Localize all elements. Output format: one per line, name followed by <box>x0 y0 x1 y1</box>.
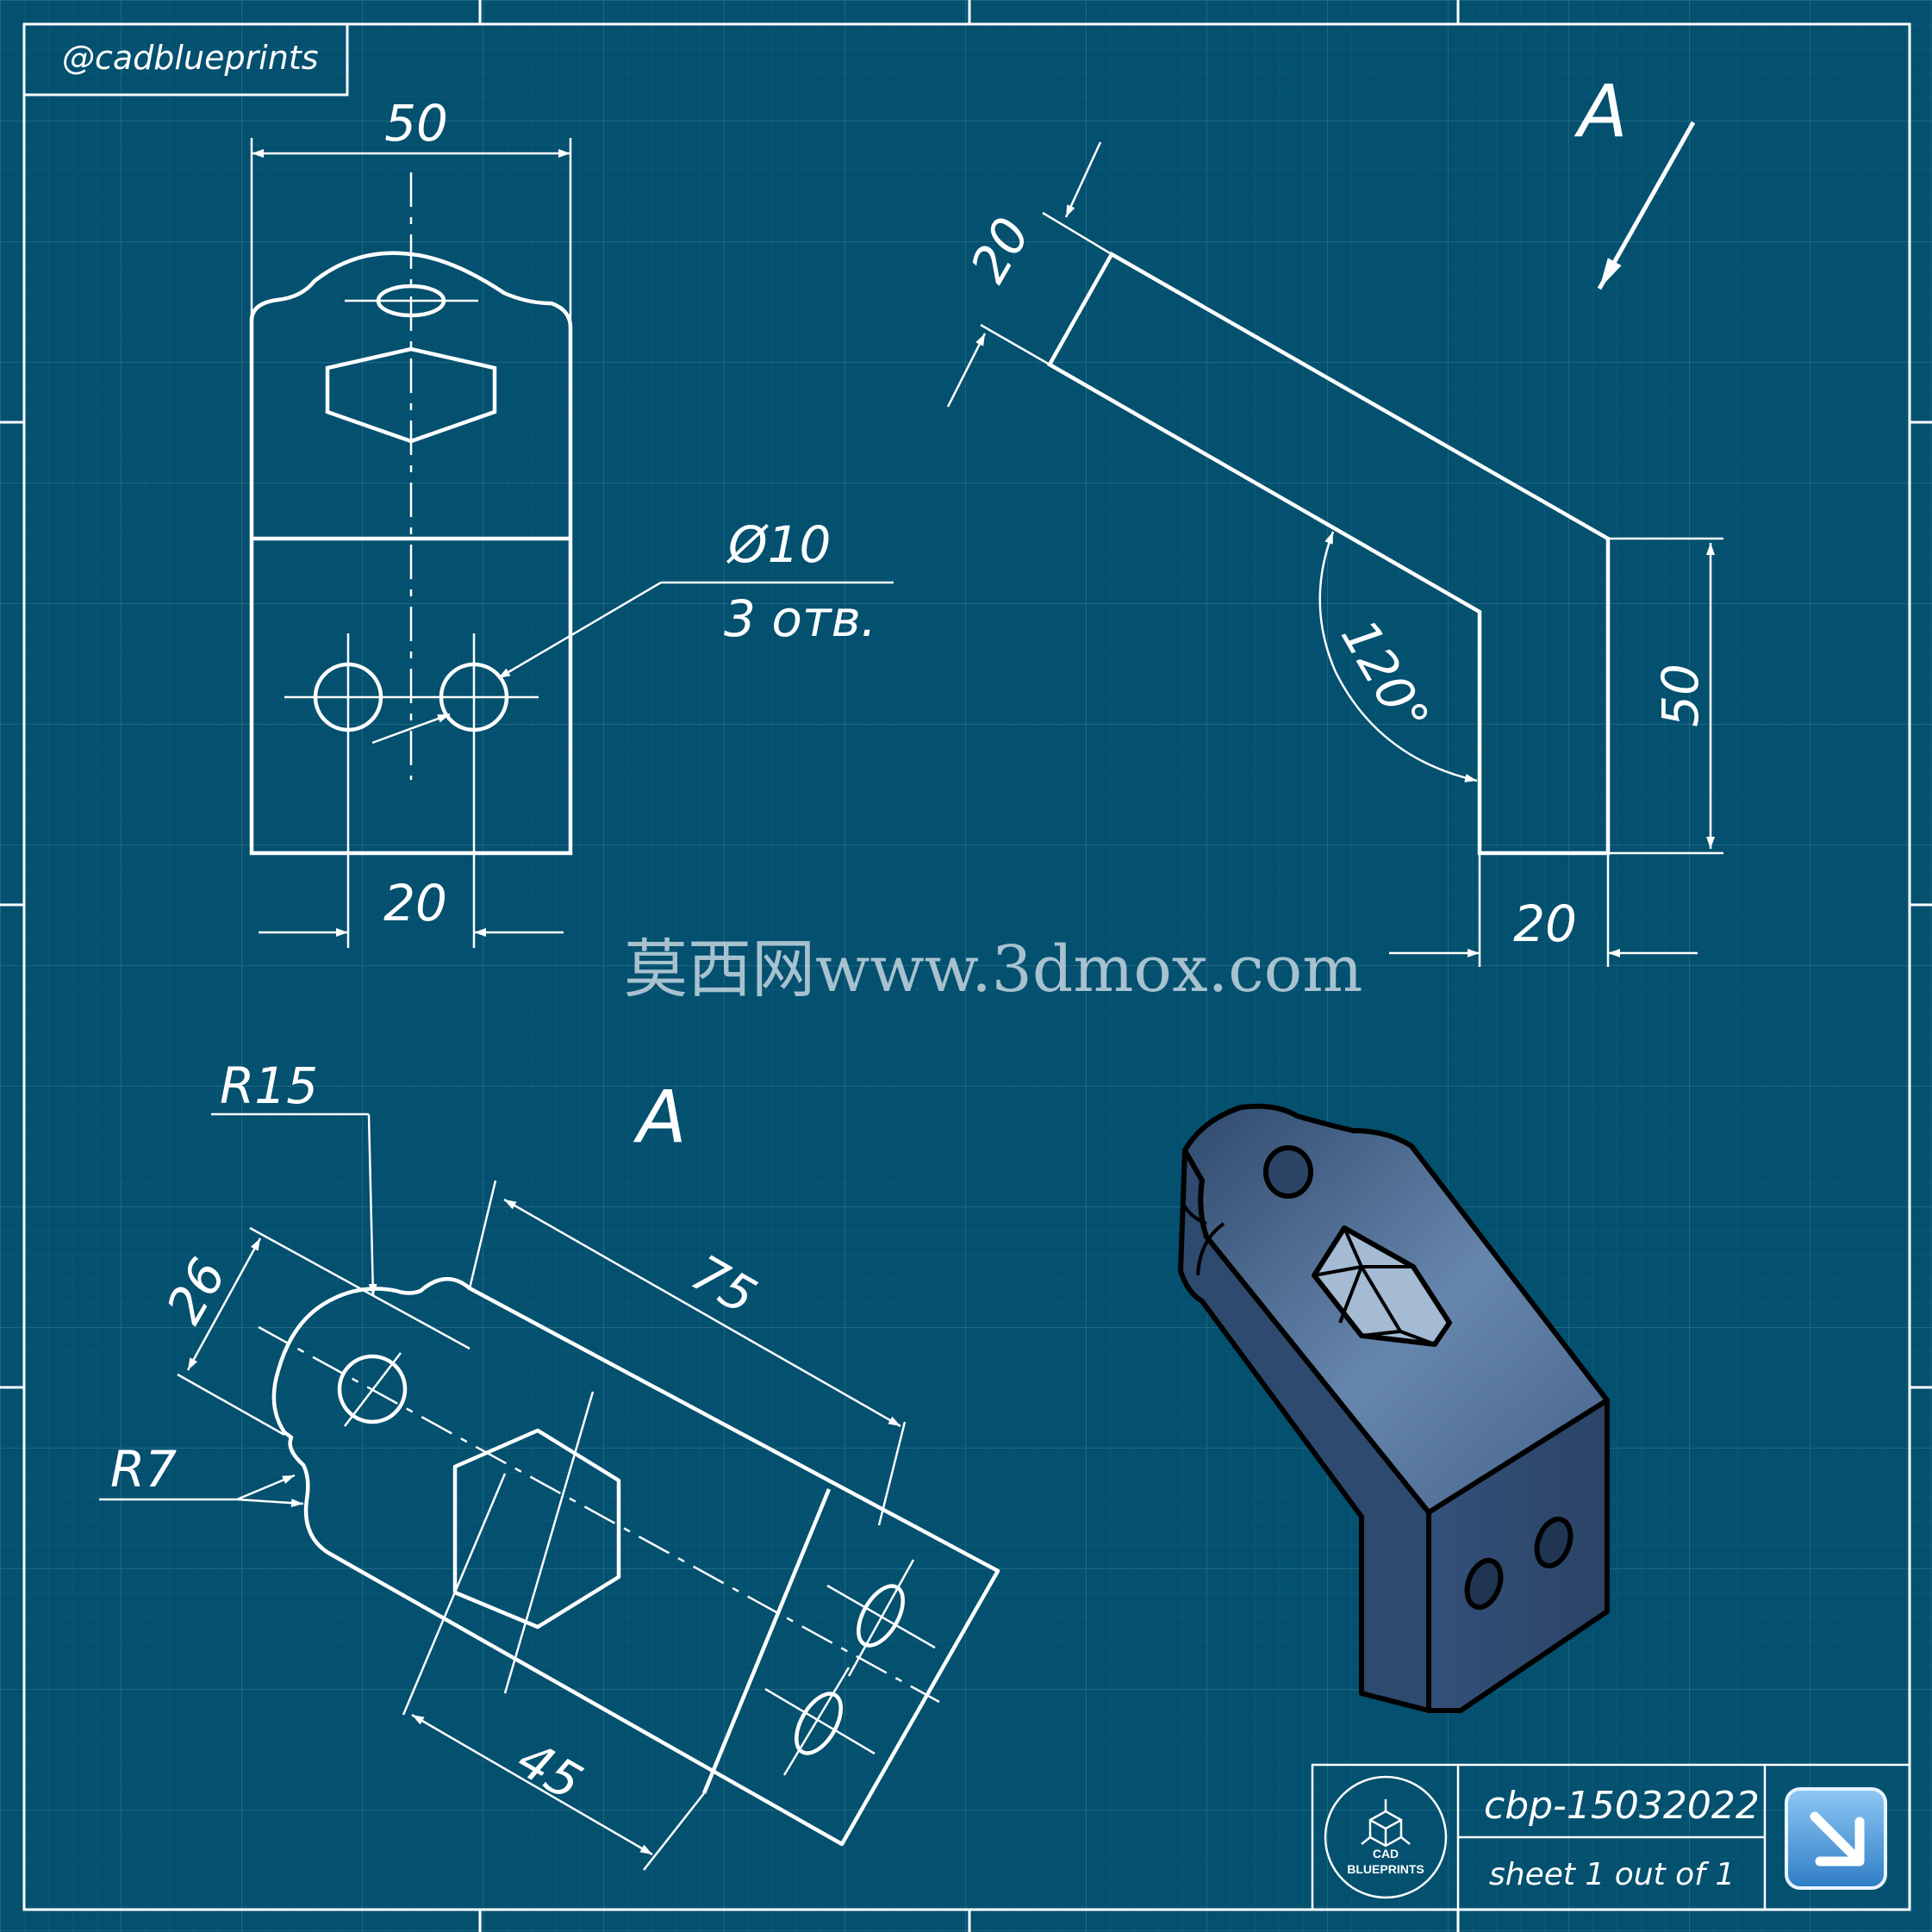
drawing-code: cbp-15032022 <box>1484 1784 1760 1828</box>
dim-side-bottom-width: 20 <box>1513 894 1577 953</box>
aux-hole-top <box>337 1354 408 1424</box>
model-front-face <box>1426 1398 1610 1713</box>
sheet-info: sheet 1 out of 1 <box>1489 1857 1735 1892</box>
dim-side-height: 50 <box>1651 664 1710 727</box>
dim-hole-diameter: Ø10 <box>726 515 831 574</box>
title-block <box>1311 1763 1911 1911</box>
dim-aux-radius-large: R15 <box>220 1056 318 1115</box>
isometric-model <box>1178 1103 1610 1713</box>
logo-text-line1: CAD <box>1373 1847 1399 1860</box>
handle-watermark: @cadblueprints <box>62 39 319 77</box>
side-dimensions <box>946 121 1723 967</box>
dim-front-bottom-width: 20 <box>383 874 447 932</box>
model-front-hole-left <box>1464 1557 1504 1611</box>
dim-aux-radius-small: R7 <box>110 1440 177 1499</box>
aux-view-label: A <box>633 1075 686 1159</box>
auxiliary-dimensions <box>99 1112 907 1871</box>
model-top-hole <box>1263 1145 1313 1199</box>
auxiliary-view-outline <box>271 1276 1000 1847</box>
site-watermark: 莫西网www.3dmox.com <box>624 932 1362 1007</box>
dim-hole-count: 3 отв. <box>724 589 876 648</box>
model-front-hole-right <box>1534 1516 1574 1569</box>
logo-circle <box>1324 1775 1448 1899</box>
dim-front-width: 50 <box>384 94 448 153</box>
front-dimensions <box>250 138 894 948</box>
auxiliary-centerlines <box>258 1325 940 1776</box>
aux-hole-right-lower <box>795 1692 843 1755</box>
logo-text-line2: BLUEPRINTS <box>1347 1862 1424 1876</box>
front-centerlines <box>284 172 539 780</box>
cube-axes-icon <box>1361 1799 1411 1848</box>
view-direction-label: A <box>1574 69 1627 153</box>
front-hex-pocket <box>325 346 497 444</box>
arrow-down-right-icon[interactable] <box>1785 1787 1887 1890</box>
